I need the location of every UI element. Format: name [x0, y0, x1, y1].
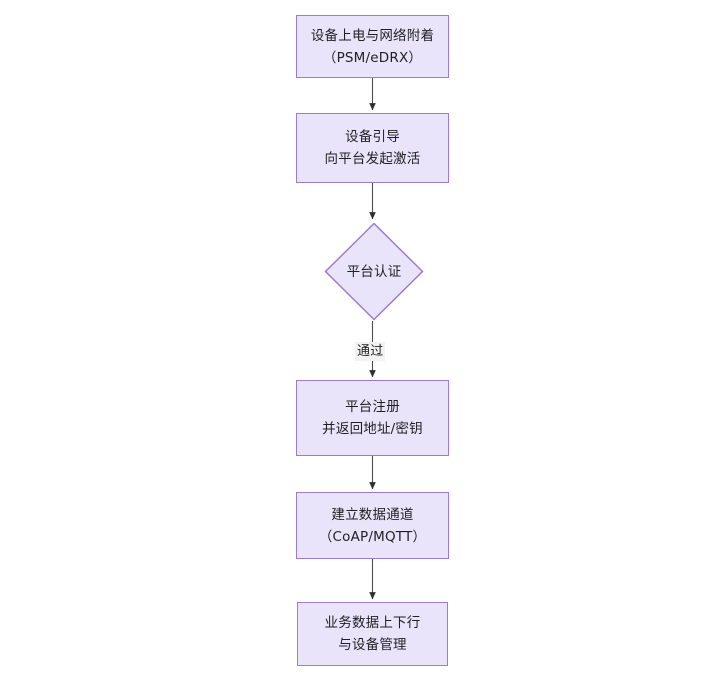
diamond-shape — [324, 222, 424, 321]
node-establish-data-channel[interactable]: 建立数据通道 （CoAP/MQTT） — [296, 492, 449, 559]
node-line: 并返回地址/密钥 — [322, 421, 423, 437]
node-business-data-and-device-management[interactable]: 业务数据上下行 与设备管理 — [297, 602, 448, 666]
node-line: 设备引导 — [345, 129, 400, 145]
node-device-power-on[interactable]: 设备上电与网络附着 （PSM/eDRX） — [296, 15, 449, 78]
edge-label-pass: 通过 — [355, 342, 386, 361]
node-device-bootstrap[interactable]: 设备引导 向平台发起激活 — [296, 113, 449, 183]
node-line: （PSM/eDRX） — [322, 49, 423, 66]
node-line: 业务数据上下行 — [324, 615, 421, 631]
node-line: 与设备管理 — [338, 637, 407, 653]
node-platform-registration[interactable]: 平台注册 并返回地址/密钥 — [296, 380, 449, 456]
node-platform-authentication[interactable]: 平台认证 — [324, 222, 424, 321]
node-line: （CoAP/MQTT） — [318, 528, 427, 545]
node-line: 向平台发起激活 — [324, 151, 421, 167]
node-line: 平台注册 — [345, 399, 400, 415]
node-line: 建立数据通道 — [331, 506, 414, 523]
node-line: 平台认证 — [346, 263, 402, 280]
node-line: 设备上电与网络附着 — [310, 27, 435, 44]
